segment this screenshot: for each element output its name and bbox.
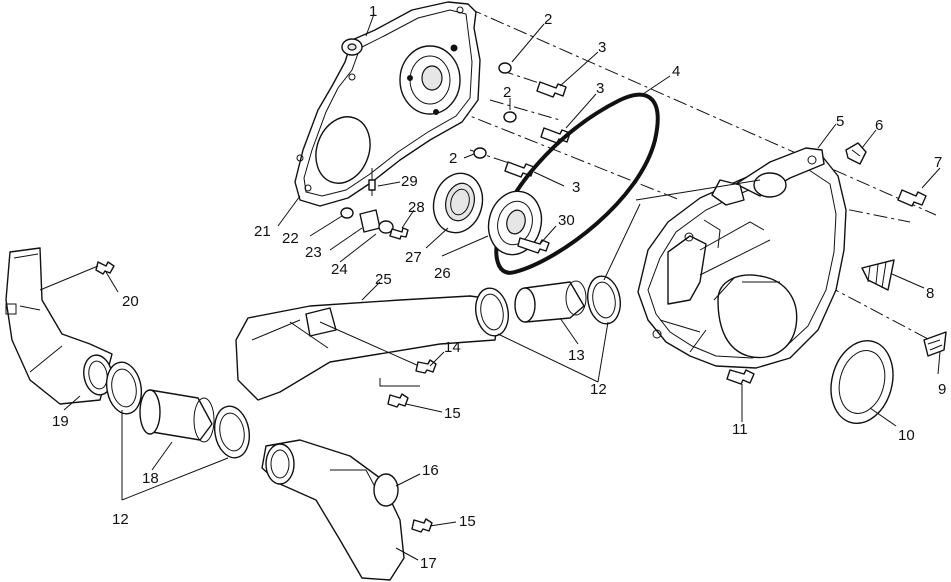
- callout-14: 14: [444, 339, 461, 356]
- callout-18: 18: [142, 470, 159, 487]
- callout-24: 24: [331, 261, 348, 278]
- callout-3: 3: [598, 39, 606, 56]
- callout-4: 4: [672, 63, 680, 80]
- callout-23: 23: [305, 244, 322, 261]
- bearing-26: [487, 190, 543, 256]
- callout-7: 7: [934, 154, 942, 171]
- callout-2: 2: [449, 150, 457, 167]
- callout-9: 9: [938, 381, 946, 398]
- bolt-7: [897, 189, 927, 207]
- callout-27: 27: [405, 249, 422, 266]
- screw-14: [415, 359, 437, 374]
- callout-2: 2: [544, 11, 552, 28]
- callout-3: 3: [596, 80, 604, 97]
- leader-lines: [39, 13, 941, 561]
- callout-29: 29: [401, 173, 418, 190]
- washers-2: [473, 62, 517, 159]
- sleeve-13: [514, 280, 587, 323]
- callout-12: 12: [112, 511, 129, 528]
- drive-belt-4: [494, 92, 660, 275]
- callout-25: 25: [375, 271, 392, 288]
- outer-clutch-cover: [637, 147, 847, 369]
- seal-27: [432, 172, 484, 234]
- callout-8: 8: [926, 285, 934, 302]
- decal-8: [861, 259, 895, 291]
- callout-13: 13: [568, 347, 585, 364]
- intake-duct-25: [235, 295, 501, 401]
- callout-11: 11: [732, 421, 748, 438]
- hose-clamps-12-lower: [105, 361, 251, 459]
- callout-15: 15: [459, 513, 476, 530]
- callout-12: 12: [590, 381, 607, 398]
- callout-1: 1: [369, 3, 377, 20]
- washer-1: [341, 38, 363, 56]
- callout-10: 10: [898, 427, 915, 444]
- clip-6: [845, 142, 867, 165]
- small-hardware: [340, 168, 409, 240]
- screw-15-upper: [379, 378, 420, 408]
- callout-6: 6: [875, 117, 883, 134]
- screw-15-lower: [411, 518, 433, 533]
- lower-duct-17: [261, 439, 405, 581]
- callout-2: 2: [503, 84, 511, 101]
- callout-30: 30: [558, 212, 575, 229]
- callout-21: 21: [254, 223, 271, 240]
- callout-20: 20: [122, 293, 139, 310]
- callout-labels: 1 2 3 4 2 3 5 6 2 3 7 29 28 30 21 22 23 …: [52, 3, 946, 572]
- callout-19: 19: [52, 413, 69, 430]
- callout-5: 5: [836, 113, 844, 130]
- sleeve-18: [139, 389, 215, 443]
- callout-26: 26: [434, 265, 451, 282]
- callout-16: 16: [422, 462, 439, 479]
- callout-28: 28: [408, 199, 425, 216]
- plug-16: [373, 473, 399, 507]
- callout-3: 3: [572, 179, 580, 196]
- screw-20: [95, 261, 115, 275]
- callout-22: 22: [282, 230, 299, 247]
- ring-10: [830, 339, 894, 425]
- callout-15: 15: [444, 405, 461, 422]
- inner-cover-plate: [294, 1, 481, 207]
- callout-17: 17: [420, 555, 437, 572]
- decal-9: [923, 331, 947, 357]
- bolt-11: [726, 369, 755, 385]
- hose-clamps-12-upper: [475, 275, 621, 337]
